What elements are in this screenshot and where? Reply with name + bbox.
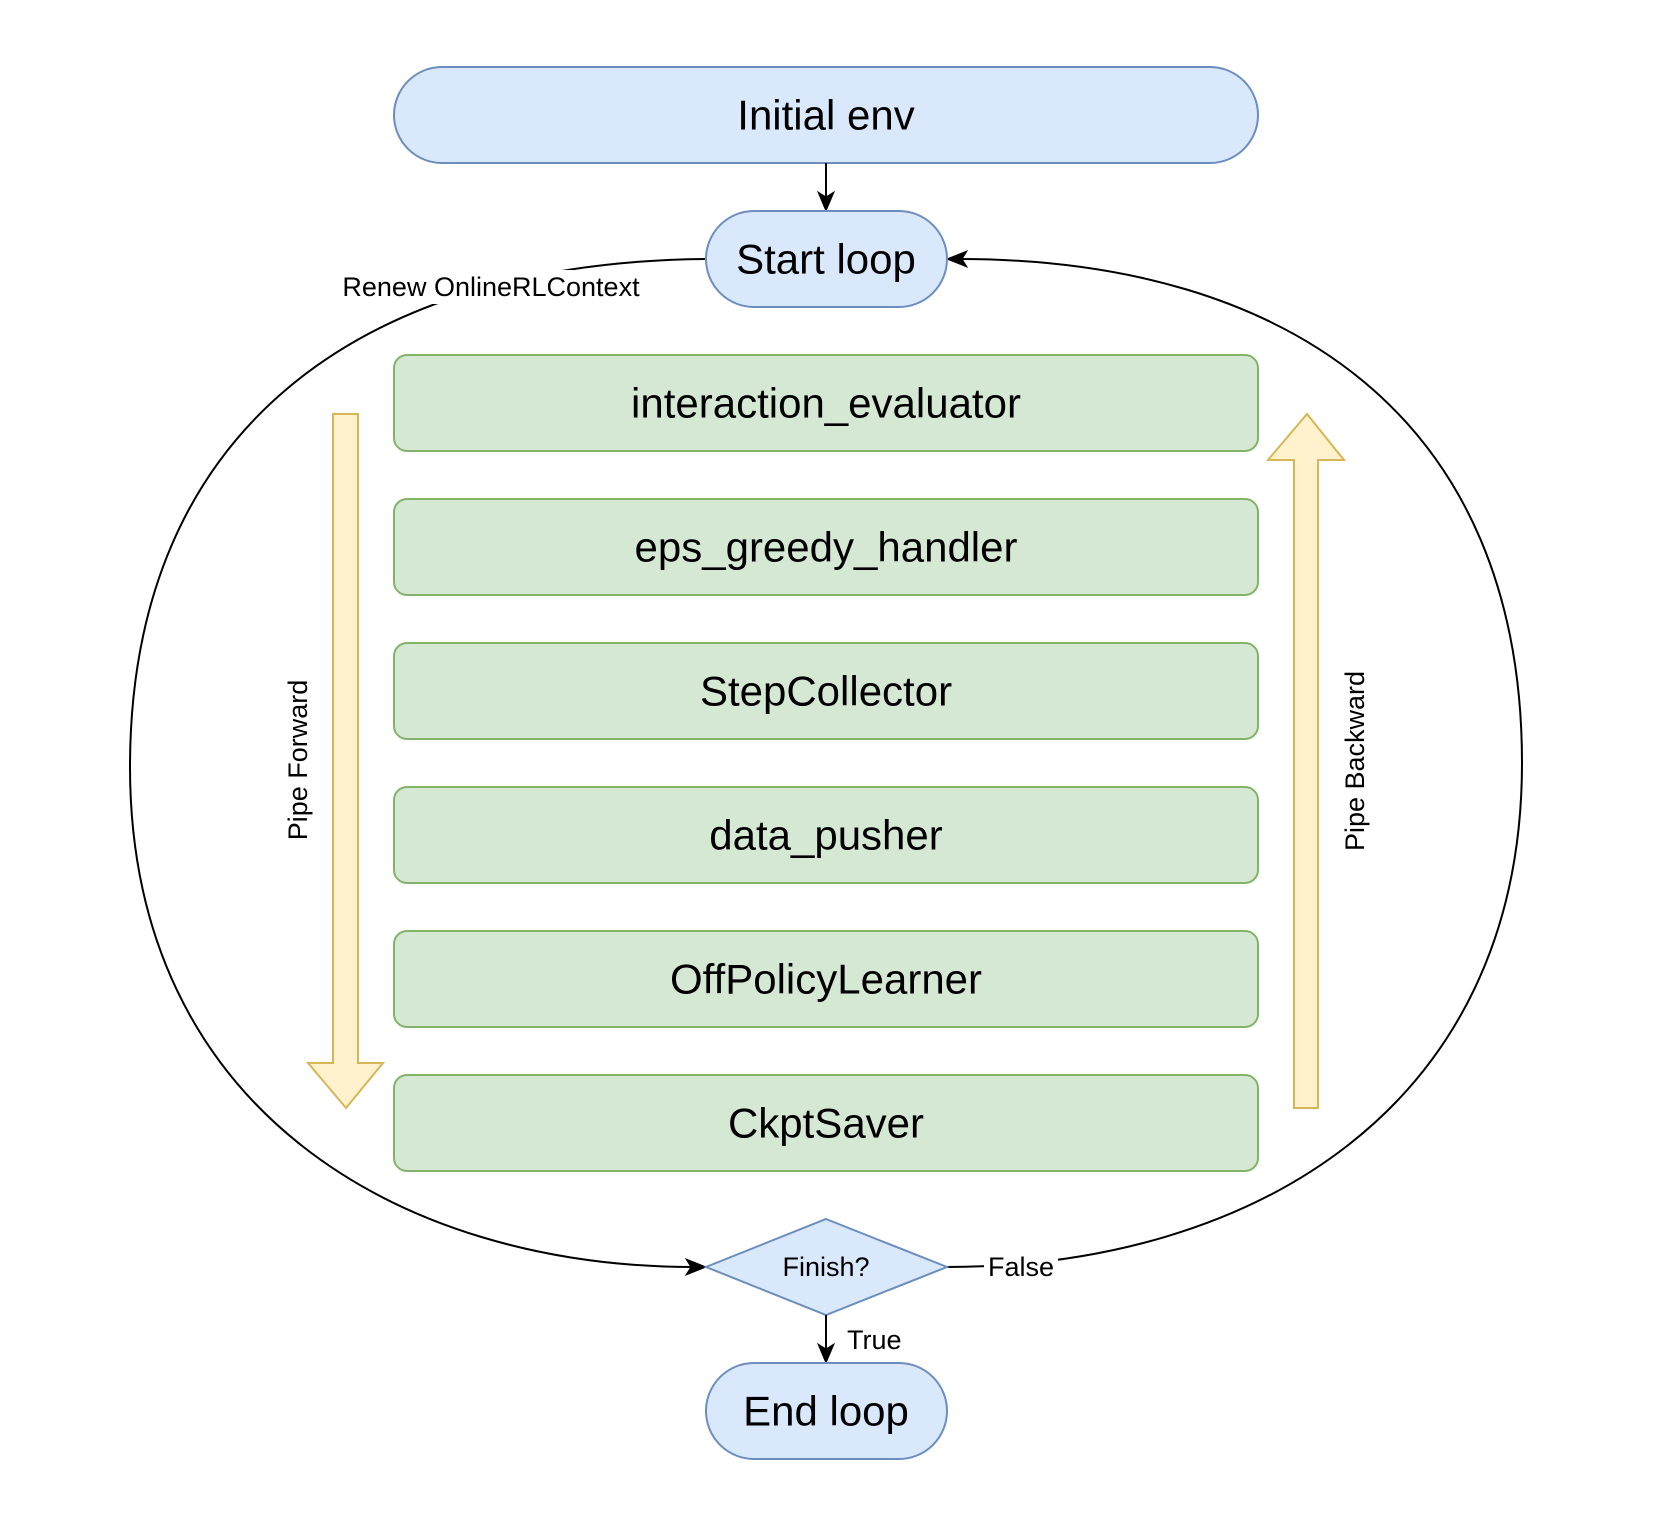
true-label-text: True [847,1325,902,1355]
edge-finish-true-to-end: True [816,1315,902,1365]
pipe-forward-arrow-shape [305,413,386,1110]
step-off-policy-learner[interactable]: OffPolicyLearner [393,930,1259,1028]
step-shape [393,930,1259,1028]
false-label-text: False [988,1252,1054,1282]
finish-decision-node[interactable]: Finish? [703,1217,950,1317]
pipe-backward-arrow-shape [1265,412,1347,1109]
edge-start-to-finish [128,258,708,1277]
edge-init-to-start [816,163,836,213]
start-loop-node[interactable]: Start loop [705,210,948,308]
pipe-backward-arrow: Pipe Backward [1265,412,1370,1109]
edge-finish-false-to-start [945,249,1524,1268]
finish-label: Finish? [782,1252,869,1282]
edge-line-left [128,258,707,1268]
step-eps-greedy-handler[interactable]: eps_greedy_handler [393,498,1259,596]
step-shape [393,786,1259,884]
step-label: StepCollector [700,668,952,715]
step-label: eps_greedy_handler [635,524,1018,571]
step-shape [393,498,1259,596]
end-loop-label: End loop [743,1388,909,1435]
false-edge-label: False [984,1251,1058,1283]
arrow-down-icon [816,1342,836,1365]
end-loop-shape [705,1362,948,1460]
initial-env-label: Initial env [737,92,914,139]
arrow-down-icon [816,190,836,213]
start-loop-shape [705,210,948,308]
arrow-right-icon [684,1257,708,1277]
step-shape [393,642,1259,740]
pipe-backward-label: Pipe Backward [1340,671,1370,851]
label-background [984,1251,1058,1283]
label-background [331,270,651,304]
step-label: OffPolicyLearner [670,956,982,1003]
arrow-left-icon [945,249,969,269]
pipe-forward-label: Pipe Forward [283,680,313,841]
step-label: interaction_evaluator [631,380,1021,427]
end-loop-node[interactable]: End loop [705,1362,948,1460]
start-loop-label: Start loop [736,236,916,283]
step-label: CkptSaver [728,1100,924,1147]
step-step-collector[interactable]: StepCollector [393,642,1259,740]
renew-label-text: Renew OnlineRLContext [342,272,640,302]
step-interaction-evaluator[interactable]: interaction_evaluator [393,354,1259,452]
step-ckpt-saver[interactable]: CkptSaver [393,1074,1259,1172]
edge-line-right [946,258,1524,1268]
step-shape [393,354,1259,452]
renew-edge-label: Renew OnlineRLContext [331,270,651,304]
step-shape [393,1074,1259,1172]
step-data-pusher[interactable]: data_pusher [393,786,1259,884]
pipe-forward-arrow: Pipe Forward [283,413,386,1110]
initial-env-node[interactable]: Initial env [393,66,1259,164]
step-label: data_pusher [709,812,943,859]
